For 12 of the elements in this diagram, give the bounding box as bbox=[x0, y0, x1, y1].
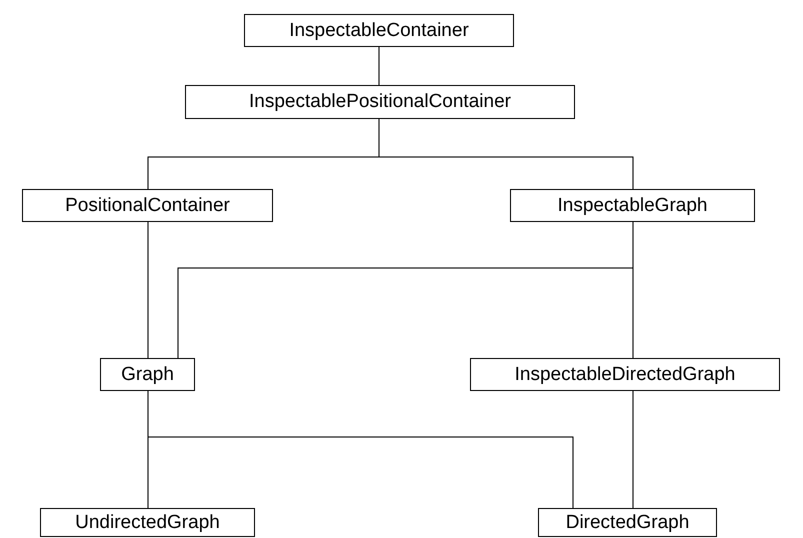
class-box: InspectablePositionalContainer bbox=[185, 85, 575, 119]
connector-line bbox=[632, 390, 634, 508]
class-box: InspectableContainer bbox=[244, 14, 514, 47]
class-box: UndirectedGraph bbox=[40, 508, 255, 537]
class-box: InspectableGraph bbox=[510, 189, 755, 222]
class-box: InspectableDirectedGraph bbox=[470, 358, 780, 391]
connector-line bbox=[378, 118, 634, 190]
class-box: DirectedGraph bbox=[538, 508, 717, 537]
class-box: PositionalContainer bbox=[22, 189, 273, 222]
connector-line bbox=[378, 46, 380, 86]
connector-line bbox=[632, 222, 634, 358]
class-box: Graph bbox=[100, 358, 195, 391]
